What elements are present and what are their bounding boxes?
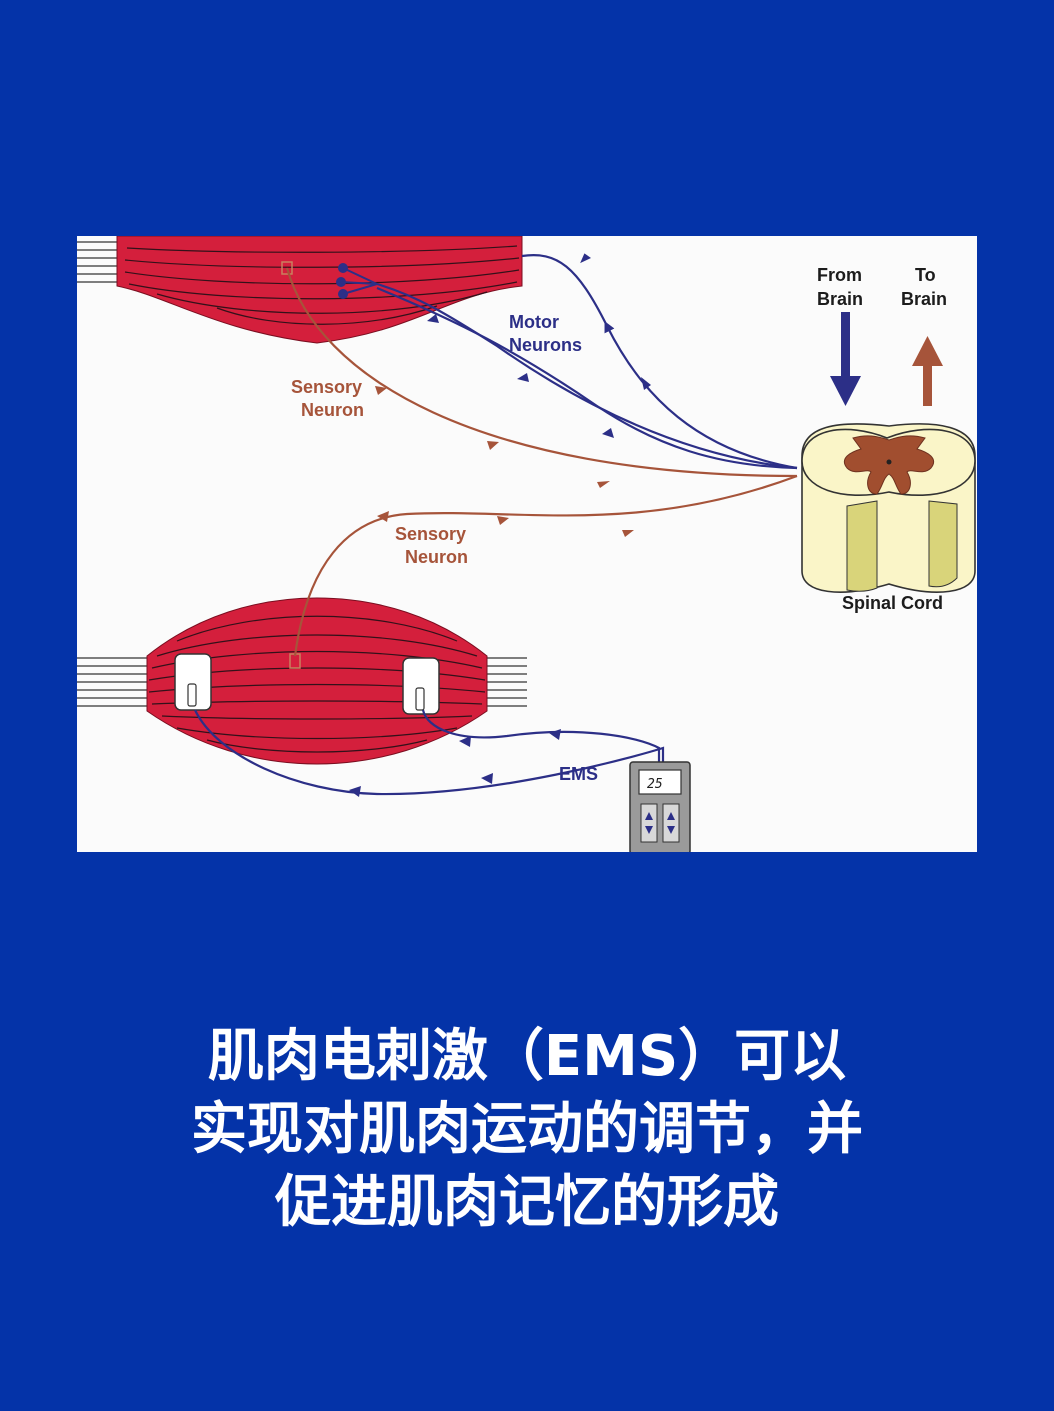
diagram-svg: 25 From Brain To Brain Motor Neurons Sen… [77, 236, 976, 852]
top-muscle-fibers [124, 245, 520, 325]
spinal-cord-label: Spinal Cord [842, 593, 943, 613]
bottom-muscle [77, 597, 527, 765]
grey-matter [843, 435, 935, 495]
motor-neuron-arrows [427, 253, 651, 438]
top-muscle [77, 236, 523, 344]
ems-diagram: 25 From Brain To Brain Motor Neurons Sen… [77, 236, 977, 852]
from-brain-label: From Brain [817, 265, 867, 309]
electrode-left [174, 653, 212, 711]
motor-neurons-label: Motor Neurons [509, 312, 582, 355]
caption-line-1: 肌肉电刺激（EMS）可以 [207, 1024, 847, 1089]
to-brain-label: To Brain [901, 265, 947, 309]
ems-label: EMS [559, 764, 598, 784]
sensory-neuron-bottom-arrows [377, 511, 634, 537]
central-canal [886, 459, 892, 465]
from-brain-arrow [830, 312, 861, 406]
electrode-right [402, 657, 440, 715]
to-brain-arrow [912, 336, 943, 406]
caption-line-2: 实现对肌肉运动的调节，并 [191, 1097, 863, 1162]
ems-wire-arrows [349, 729, 561, 797]
ems-wires [194, 709, 665, 796]
motor-endplate [336, 263, 378, 299]
spinal-cord-columns [846, 500, 958, 592]
caption-line-3: 促进肌肉记忆的形成 [275, 1170, 779, 1235]
sensory-neuron-top-arrows [375, 386, 610, 488]
sensory-neuron-top-path [285, 267, 798, 478]
spinal-cord [801, 423, 976, 593]
caption: 肌肉电刺激（EMS）可以 实现对肌肉运动的调节，并 促进肌肉记忆的形成 [60, 1020, 994, 1239]
ems-device-buttons [640, 803, 680, 843]
ems-device-display: 25 [647, 777, 663, 792]
sensory-neuron-bottom-path [293, 474, 798, 657]
motor-neurons [376, 254, 798, 470]
sensory-neuron-top-label: Sensory Neuron [291, 377, 367, 420]
sensory-neuron-bottom-label: Sensory Neuron [395, 524, 471, 567]
ems-device: 25 [629, 761, 691, 852]
top-muscle-spindle [281, 261, 293, 275]
